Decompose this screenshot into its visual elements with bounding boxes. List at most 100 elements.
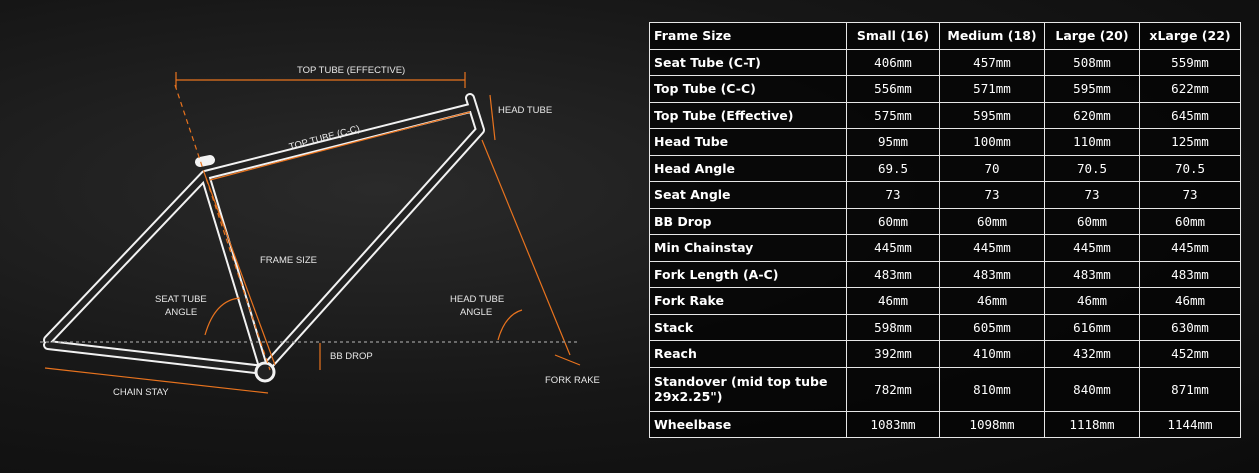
row-label: Seat Tube (C-T) [649,48,847,76]
row-label: Wheelbase [649,410,847,438]
table-cell: 483mm [846,260,940,288]
row-label: BB Drop [649,207,847,235]
label-chain-stay: CHAIN STAY [113,387,169,398]
table-cell: 616mm [1044,313,1140,341]
row-label: Seat Angle [649,181,847,209]
row-label: Standover (mid top tube 29x2.25") [649,366,847,412]
table-cell: 406mm [846,48,940,76]
table-cell: 1118mm [1044,410,1140,438]
table-cell: 46mm [1044,287,1140,315]
row-label: Min Chainstay [649,234,847,262]
table-cell: 571mm [939,75,1045,103]
table-cell: 125mm [1139,128,1241,156]
table-cell: 392mm [846,340,940,368]
table-cell: 840mm [1044,366,1140,412]
table-cell: 782mm [846,366,940,412]
column-header: Frame Size [649,22,847,50]
table-cell: 110mm [1044,128,1140,156]
row-label: Top Tube (Effective) [649,101,847,129]
table-cell: 60mm [1139,207,1241,235]
table-cell: 1098mm [939,410,1045,438]
row-label: Reach [649,340,847,368]
label-frame-size: FRAME SIZE [260,255,317,266]
table-cell: 556mm [846,75,940,103]
table-cell: 810mm [939,366,1045,412]
table-cell: 575mm [846,101,940,129]
table-cell: 620mm [1044,101,1140,129]
table-cell: 645mm [1139,101,1241,129]
table-cell: 1144mm [1139,410,1241,438]
table-cell: 70.5 [1139,154,1241,182]
table-cell: 73 [1139,181,1241,209]
table-cell: 598mm [846,313,940,341]
table-cell: 605mm [939,313,1045,341]
table-cell: 483mm [1139,260,1241,288]
table-cell: 595mm [1044,75,1140,103]
table-cell: 1083mm [846,410,940,438]
table-cell: 630mm [1139,313,1241,341]
table-cell: 595mm [939,101,1045,129]
row-label: Fork Rake [649,287,847,315]
geometry-table: Frame Size Small (16) Medium (18) Large … [649,22,1241,438]
column-header: xLarge (22) [1139,22,1241,50]
row-label: Fork Length (A-C) [649,260,847,288]
column-header: Medium (18) [939,22,1045,50]
table-cell: 445mm [1044,234,1140,262]
table-cell: 445mm [939,234,1045,262]
table-cell: 46mm [1139,287,1241,315]
table-cell: 73 [846,181,940,209]
label-seat-tube-angle-2: ANGLE [165,307,197,318]
table-cell: 445mm [846,234,940,262]
table-cell: 100mm [939,128,1045,156]
table-cell: 452mm [1139,340,1241,368]
row-label: Head Tube [649,128,847,156]
table-cell: 60mm [939,207,1045,235]
table-cell: 95mm [846,128,940,156]
table-cell: 60mm [1044,207,1140,235]
row-label: Stack [649,313,847,341]
table-cell: 46mm [939,287,1045,315]
label-bb-drop: BB DROP [330,351,373,362]
row-label: Top Tube (C-C) [649,75,847,103]
table-cell: 483mm [1044,260,1140,288]
column-header: Large (20) [1044,22,1140,50]
table-cell: 70 [939,154,1045,182]
table-cell: 871mm [1139,366,1241,412]
label-head-tube-angle-2: ANGLE [460,307,492,318]
table-cell: 559mm [1139,48,1241,76]
bottom-bracket [254,361,276,383]
label-seat-tube-angle: SEAT TUBE [155,294,207,305]
table-header-row: Frame Size Small (16) Medium (18) Large … [649,22,1241,50]
label-top-tube-effective: TOP TUBE (EFFECTIVE) [297,65,405,76]
frame-geometry-diagram: TOP TUBE (EFFECTIVE) HEAD TUBE TOP TUBE … [40,65,600,398]
row-label: Head Angle [649,154,847,182]
table-cell: 622mm [1139,75,1241,103]
table-cell: 73 [939,181,1045,209]
measurement-lines [40,72,581,394]
label-fork-rake: FORK RAKE [545,375,600,386]
table-cell: 508mm [1044,48,1140,76]
frame-outline [43,93,485,375]
table-cell: 432mm [1044,340,1140,368]
label-head-tube-angle: HEAD TUBE [450,294,504,305]
table-cell: 46mm [846,287,940,315]
table-cell: 445mm [1139,234,1241,262]
table-cell: 410mm [939,340,1045,368]
table-cell: 73 [1044,181,1140,209]
label-head-tube: HEAD TUBE [498,105,552,116]
table-cell: 457mm [939,48,1045,76]
table-cell: 60mm [846,207,940,235]
